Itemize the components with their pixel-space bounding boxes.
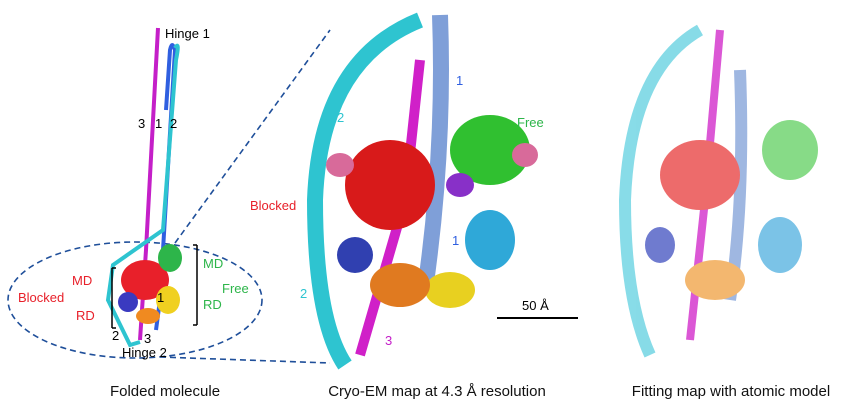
map-label-2-low: 2 [300, 286, 307, 301]
label-blocked: Blocked [18, 290, 64, 305]
label-bottom2: 2 [112, 328, 119, 343]
label-n3: 3 [138, 116, 145, 131]
free-md [158, 244, 182, 272]
fitted-model [618, 24, 818, 358]
label-hinge1: Hinge 1 [165, 26, 210, 41]
chain-1 [154, 43, 178, 331]
zoom-line-bottom [159, 356, 331, 364]
free-rd [156, 286, 180, 314]
free-density [450, 115, 530, 185]
caption-fitting-map: Fitting map with atomic model [631, 383, 831, 400]
map-label-1-top: 1 [456, 73, 463, 88]
label-md-free: MD [203, 256, 223, 271]
label-n2: 2 [170, 116, 177, 131]
blocked-density [345, 140, 435, 230]
caption-folded-molecule: Folded molecule [109, 383, 221, 400]
label-rd-blocked: RD [76, 308, 95, 323]
cryo-em-map [306, 12, 578, 370]
map-label-2-top: 2 [337, 110, 344, 125]
folded-molecule [7, 27, 331, 364]
map-label-3-low: 3 [385, 333, 392, 348]
map-label-free: Free [517, 115, 544, 130]
label-rd-free: RD [203, 297, 222, 312]
helix-2 [306, 12, 424, 370]
blocked-rd [118, 292, 138, 312]
scale-bar-label: 50 Å [522, 298, 549, 313]
zoom-line-top [174, 29, 331, 244]
label-md-blocked: MD [72, 273, 92, 288]
label-hinge2: Hinge 2 [122, 345, 167, 360]
chain-2 [105, 43, 180, 348]
blocked-domain [121, 260, 169, 300]
zoom-ellipse [7, 241, 263, 359]
map-label-1-mid: 1 [452, 233, 459, 248]
label-bottom3: 3 [144, 331, 151, 346]
map-label-blocked: Blocked [250, 198, 296, 213]
caption-cryo-em-map: Cryo-EM map at 4.3 Å resolution [328, 383, 546, 400]
label-inner1: 1 [157, 290, 164, 305]
helix-1 [417, 14, 449, 292]
label-n1: 1 [155, 116, 162, 131]
label-free: Free [222, 281, 249, 296]
